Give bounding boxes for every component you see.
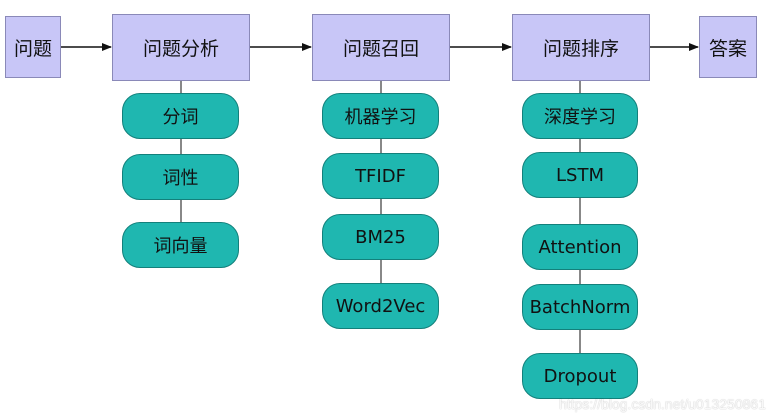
ranking-item-attention: Attention [522, 224, 638, 270]
recall-item-bm25: BM25 [322, 214, 439, 260]
ranking-item-deep-learning: 深度学习 [522, 93, 638, 139]
watermark-url: https://blog.csdn.net/u013250861 [558, 396, 766, 412]
analysis-item-word-vector: 词向量 [122, 222, 239, 268]
stage-question-ranking: 问题排序 [512, 14, 650, 81]
ranking-item-batchnorm: BatchNorm [522, 284, 638, 330]
analysis-item-pos: 词性 [122, 154, 239, 200]
ranking-item-dropout: Dropout [522, 353, 638, 399]
recall-item-word2vec: Word2Vec [322, 283, 439, 329]
stage-question-recall: 问题召回 [312, 14, 450, 81]
stage-answer: 答案 [699, 16, 757, 78]
stage-question: 问题 [5, 16, 61, 78]
recall-item-tfidf: TFIDF [322, 153, 439, 199]
analysis-item-segmentation: 分词 [122, 93, 239, 139]
recall-item-machine-learning: 机器学习 [322, 93, 439, 139]
ranking-item-lstm: LSTM [522, 152, 638, 198]
stage-question-analysis: 问题分析 [112, 14, 250, 81]
